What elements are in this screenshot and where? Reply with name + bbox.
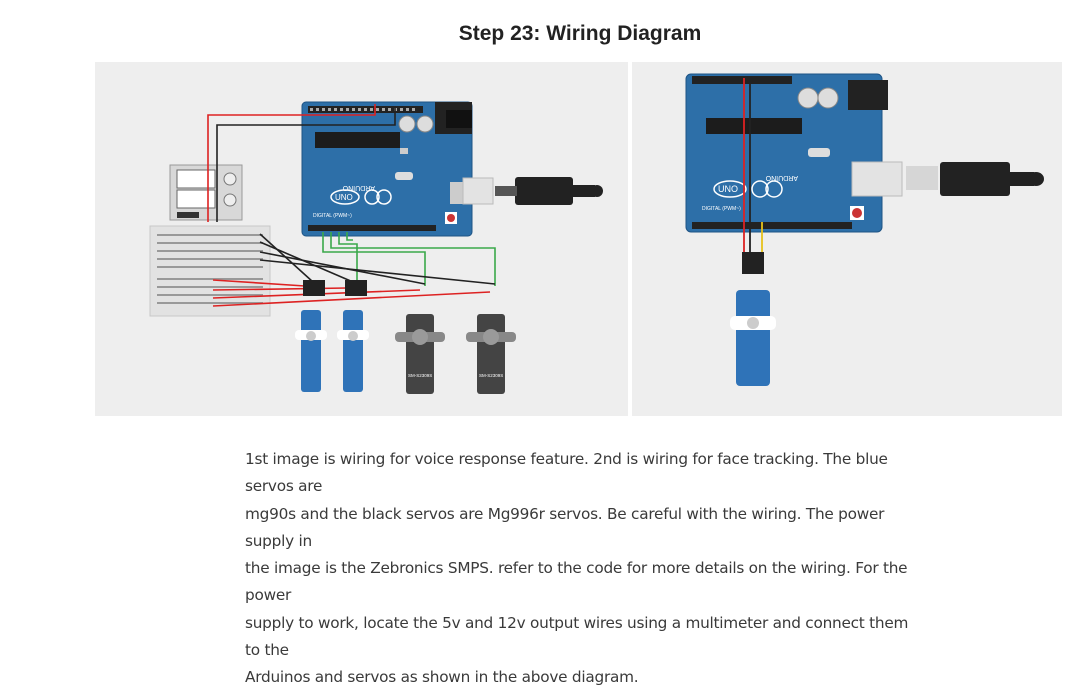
blue-servo-1 (295, 280, 327, 392)
description-text: 1st image is wiring for voice response f… (245, 446, 925, 692)
blue-servo (730, 252, 776, 386)
description-line: supply to work, locate the 5v and 12v ou… (245, 613, 909, 660)
arduino-board: ARDUINO UNO DIGITAL (PWM~) (301, 101, 473, 237)
black-servo-1: SM-S2309S (395, 314, 445, 394)
board-digital-label: DIGITAL (PWM~) (702, 206, 741, 212)
board-brand-label: ARDUINO (765, 174, 798, 181)
board-model-label: UNO (718, 184, 738, 194)
description-line: mg90s and the black servos are Mg996r se… (245, 504, 885, 550)
description-line: 1st image is wiring for voice response f… (245, 450, 888, 496)
board-digital-label: DIGITAL (PWM~) (313, 213, 352, 219)
description-line: Arduinos and servos as shown in the abov… (245, 668, 639, 687)
board-model-label: UNO (335, 193, 353, 202)
power-supply (169, 164, 243, 221)
wires (207, 104, 496, 307)
servo-model-label: SM-S2309S (408, 373, 432, 378)
usb-cable (851, 161, 1044, 197)
wiring-figure-face-tracking[interactable]: ARDUINO UNO DIGITAL (PWM~) (632, 62, 1062, 416)
breadboard (149, 225, 271, 317)
black-servo-2: SM-S2309S (466, 314, 516, 394)
usb-cable (462, 177, 603, 205)
wires (743, 78, 763, 254)
description-line: the image is the Zebronics SMPS. refer t… (245, 559, 908, 605)
arduino-board: ARDUINO UNO DIGITAL (PWM~) (685, 73, 888, 233)
board-brand-label: ARDUINO (342, 184, 375, 191)
servo-model-label: SM-S2309S (479, 373, 503, 378)
blue-servo-2 (337, 280, 369, 392)
wiring-figure-voice[interactable]: ARDUINO UNO DIGITAL (PWM~) (95, 62, 628, 416)
step-title: Step 23: Wiring Diagram (458, 22, 702, 45)
